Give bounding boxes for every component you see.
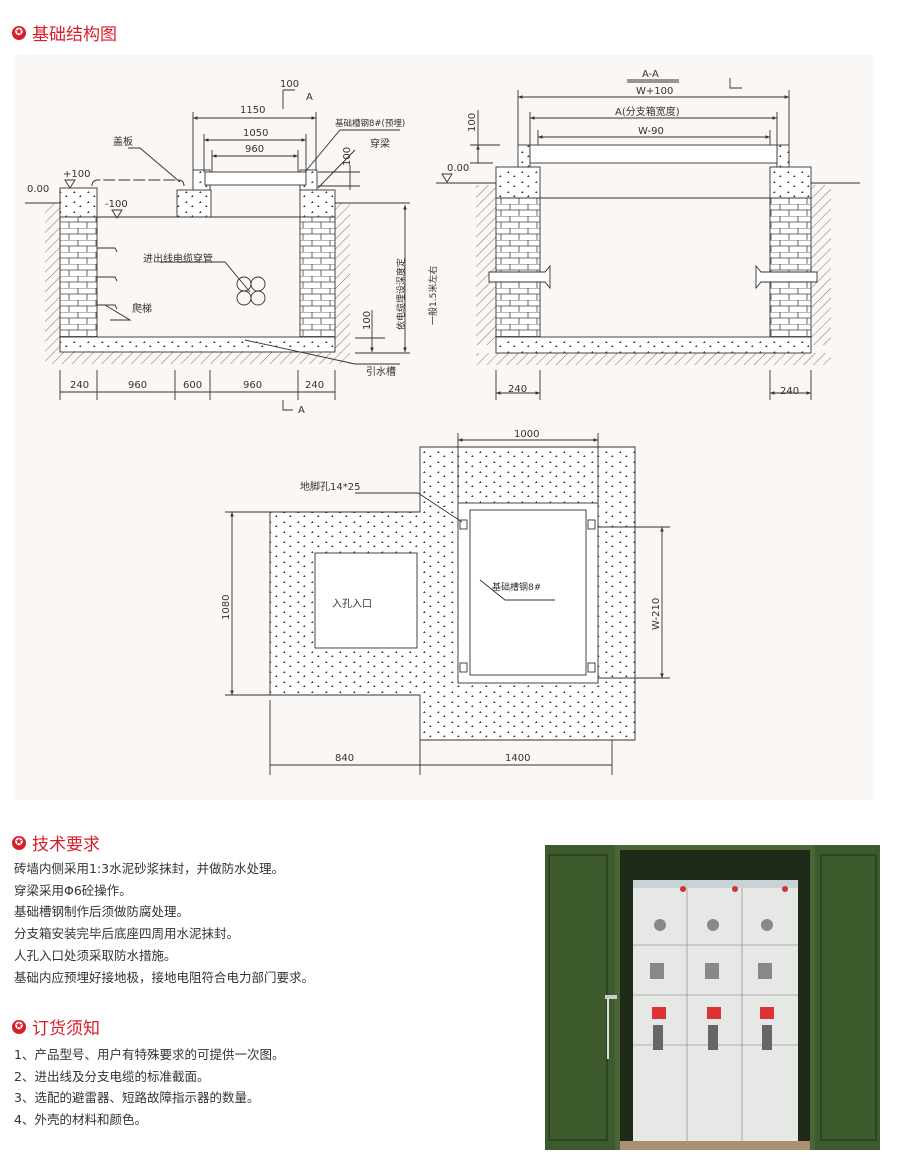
plan-view-drawing [225,433,670,775]
level-label: -100 [105,199,128,210]
tech-requirements-list: 砖墙内侧采用1:3水泥砂浆抹封，并做防水处理。 穿梁采用Φ6砼操作。 基础槽钢制… [14,858,314,988]
section-title-text: 订货须知 [32,1019,100,1039]
section-letter: A [298,405,305,416]
dim-label: 100 [467,113,478,132]
dim-label: 960 [245,144,264,155]
dim-label: 240 [305,380,324,391]
cross-section-drawing [25,89,410,411]
star-icon: ✪ [12,25,26,40]
list-item: 2、进出线及分支电缆的标准截面。 [14,1068,210,1084]
dim-label: 840 [335,753,354,764]
section-title-structure: ✪ 基础结构图 [12,20,117,45]
section-title-tech: ✪ 技术要求 [12,830,100,855]
list-item: 1、产品型号、用户有特殊要求的可提供一次图。 [14,1047,285,1062]
dim-label: 1080 [221,595,232,620]
dim-label: 1050 [243,128,268,139]
list-item: 穿梁采用Φ6砼操作。 [14,882,132,898]
list-item: 4、外壳的材料和颜色。 [14,1112,147,1128]
label-manhole: 入孔入口 [332,598,372,610]
label-cover: 盖板 [113,135,133,148]
dim-label: W-90 [638,126,664,137]
product-photo [545,845,880,1150]
section-a-a-drawing [436,78,860,400]
dim-label: 1400 [505,753,530,764]
label-depth2: 一般1.5米左右 [427,266,439,325]
level-label: 0.00 [447,163,469,174]
label-drain: 引水槽 [366,365,396,378]
star-icon: ✪ [12,835,26,850]
level-label: 0.00 [27,184,49,195]
section-letter: A [306,92,313,103]
label-depth: 依电缆埋设深度定 [395,258,407,330]
level-label: +100 [63,169,90,180]
label-ladder: 爬梯 [132,302,152,315]
section-title-text: 技术要求 [32,835,100,855]
dim-label: 240 [70,380,89,391]
label-steel: 基础槽钢8#(预埋) [335,118,405,129]
dim-label: 1150 [240,105,265,116]
section-label: A-A [642,69,659,80]
order-notes-list: 1、产品型号、用户有特殊要求的可提供一次图。 2、进出线及分支电缆的标准截面。 … [14,1044,284,1131]
dim-label: 240 [508,384,527,395]
label-steel: 基础槽钢8# [492,581,541,593]
section-title-order: ✪ 订货须知 [12,1014,100,1039]
label-pipe: 进出线电缆穿管 [143,252,213,265]
label-bolt: 地脚孔14*25 [300,480,360,493]
list-item: 3、选配的避雷器、短路故障指示器的数量。 [14,1090,260,1106]
dim-label: 960 [243,380,262,391]
label-beam: 穿梁 [370,137,390,150]
foundation-drawings: 100 A A 1150 1050 960 盖板 基础槽钢8#(预埋) 穿梁 +… [25,69,860,775]
dim-label: 100 [362,311,373,330]
star-icon: ✪ [12,1019,26,1034]
list-item: 砖墙内侧采用1:3水泥砂浆抹封，并做防水处理。 [14,861,285,876]
dim-label: W-210 [651,598,662,630]
list-item: 分支箱安装完毕后底座四周用水泥抹封。 [14,926,240,942]
dim-label: A(分支箱宽度) [615,105,680,118]
dim-label: W+100 [636,86,673,97]
section-title-text: 基础结构图 [32,25,117,45]
dim-label: 100 [342,147,353,166]
list-item: 基础内应预埋好接地极，接地电阻符合电力部门要求。 [14,969,315,985]
dim-label: 240 [780,386,799,397]
dim-label: 1000 [514,429,539,440]
dim-label: 600 [183,380,202,391]
section-mark-label: 100 [280,79,299,90]
list-item: 基础槽钢制作后须做防腐处理。 [14,904,190,920]
cabinet-image [545,845,880,1150]
dim-label: 960 [128,380,147,391]
list-item: 人孔入口处须采取防水措施。 [14,947,177,963]
